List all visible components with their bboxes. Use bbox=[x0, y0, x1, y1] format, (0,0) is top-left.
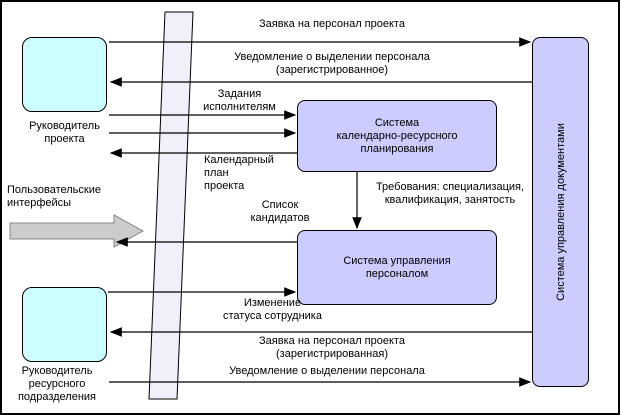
resource-manager-box bbox=[22, 287, 107, 362]
project-manager-box bbox=[22, 37, 107, 112]
planning-system-box: Система календарно-ресурсного планирован… bbox=[297, 100, 497, 172]
document-system-box: Система управления документами bbox=[532, 37, 589, 387]
document-system-label: Система управления документами bbox=[554, 123, 567, 301]
flow-label-status-change: Изменение статуса сотрудника bbox=[223, 297, 322, 322]
user-interface-plane bbox=[148, 11, 194, 400]
flow-label-tasks: Задания исполнителям bbox=[203, 88, 276, 113]
user-interface-arrow-icon bbox=[9, 214, 145, 248]
flow-label-calendar-plan: Календарный план проекта bbox=[204, 154, 274, 192]
flow-label-request-top: Заявка на персонал проекта bbox=[259, 18, 405, 30]
flow-label-request-registered: Заявка на персонал проекта (зарегистриро… bbox=[259, 335, 405, 360]
personnel-system-box: Система управления персоналом bbox=[297, 230, 497, 305]
project-manager-label: Руководитель проекта bbox=[29, 120, 100, 145]
planning-system-label: Система календарно-ресурсного планирован… bbox=[336, 116, 458, 155]
personnel-system-label: Система управления персоналом bbox=[343, 254, 451, 280]
flow-label-requirements: Требования: специализация, квалификация,… bbox=[375, 181, 525, 206]
flow-label-candidates: Список кандидатов bbox=[250, 199, 310, 224]
flow-label-notice-registered: Уведомление о выделении персонала (зарег… bbox=[234, 51, 430, 76]
user-interfaces-label: Пользовательские интерфейсы bbox=[7, 184, 101, 209]
flow-label-notice-bottom: Уведомление о выделении персонала bbox=[229, 365, 425, 377]
resource-manager-label: Руководитель ресурсного подразделения bbox=[17, 365, 97, 403]
